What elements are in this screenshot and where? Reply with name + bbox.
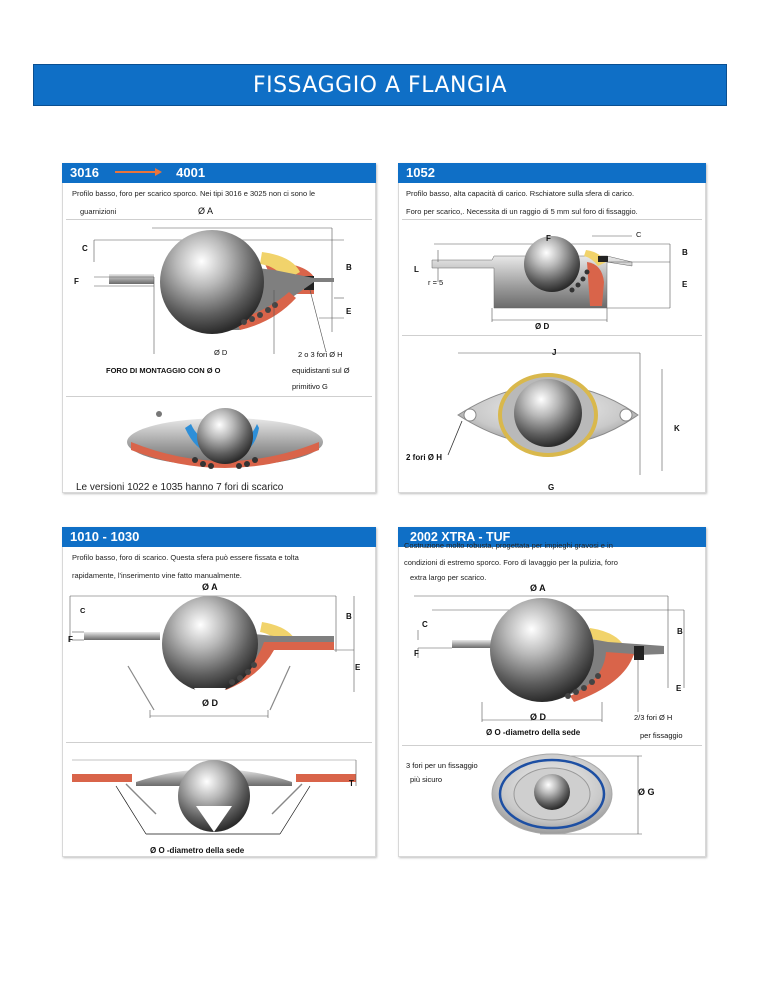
dim-a-label: Ø A [202, 582, 218, 592]
panel-3016-header: 3016 4001 [62, 163, 376, 183]
dim-f-label: F [68, 635, 73, 644]
dim-g-label: G [548, 483, 555, 492]
dim-k-label: K [674, 424, 680, 433]
dim-j-label: J [552, 348, 557, 357]
panel-1052-desc-2: Foro per scarico,. Necessita di un raggi… [406, 207, 638, 216]
dim-e-label: E [346, 307, 352, 316]
dim-l-label: L [414, 265, 419, 274]
dim-d-label: Ø D [202, 698, 219, 708]
panel-1010-desc-1: Profilo basso, foro di scarico. Questa s… [72, 553, 299, 562]
seat-diameter-label: Ø O -diametro della sede [150, 846, 245, 855]
dim-c-label: C [82, 244, 88, 253]
mount-hole-label: FORO DI MONTAGGIO CON Ø O [106, 366, 221, 375]
ball-transfer-photo-3016 [127, 408, 323, 469]
dim-b-label: B [346, 612, 352, 621]
panel-3016-note: Le versioni 1022 e 1035 hanno 7 fori di … [76, 482, 284, 493]
dim-t-label: T [349, 779, 354, 788]
divider [66, 219, 372, 220]
ball-transfer-diagram-3016 [93, 227, 344, 354]
three-holes-label-1: 3 fori per un fissaggio [406, 761, 478, 770]
dim-c-label: C [80, 606, 86, 615]
panel-3016-desc-2: guarnizioni [80, 207, 117, 216]
radius-label: r = 5 [428, 278, 444, 287]
arrow-right-icon [113, 163, 163, 176]
dim-f-label: F [546, 234, 551, 243]
ball-transfer-side-view-1010 [72, 759, 357, 835]
seat-diameter-label: Ø O -diametro della sede [486, 728, 581, 737]
dim-c-label: C [422, 620, 428, 629]
panel-1010-header: 1010 - 1030 [62, 527, 376, 547]
panel-2002-header: 2002 XTRA - TUF [398, 527, 706, 547]
dim-f-label: F [74, 277, 79, 286]
ball-transfer-diagram-1052 [431, 235, 671, 322]
divider [402, 335, 702, 336]
dim-b-label: B [677, 627, 683, 636]
panel-2002-desc-1: Costruzione molto robusta, progettata pe… [404, 541, 613, 550]
panel-1052-desc-1: Profilo basso, alta capacità di carico. … [406, 189, 635, 198]
model-code-from: 3016 [70, 165, 99, 180]
holes-label: 2/3 fori Ø H [634, 713, 673, 722]
dim-a-label: Ø A [198, 206, 214, 216]
panel-2002-desc-2: condizioni di estremo sporco. Foro di la… [404, 558, 618, 567]
dim-d-label: Ø D [214, 348, 228, 357]
ball-transfer-diagram-2002 [414, 595, 685, 722]
dim-d-label: Ø D [530, 712, 547, 722]
flange-top-view-1052 [447, 352, 663, 475]
ball-transfer-diagram-1010 [69, 595, 355, 718]
dim-b-label: B [682, 248, 688, 257]
dim-e-label: E [676, 684, 682, 693]
holes-label: 2 o 3 fori Ø H [298, 350, 343, 359]
model-code-to: 4001 [176, 165, 206, 180]
three-holes-label-2: più sicuro [410, 775, 443, 784]
dim-e-label: E [682, 280, 688, 289]
panel-2002-desc-3: extra largo per scarico. [410, 573, 487, 582]
dim-b-label: B [346, 263, 352, 272]
page-title: FISSAGGIO A FLANGIA [33, 64, 727, 106]
panel-1010-desc-2: rapidamente, l'inserimento vine fatto ma… [72, 571, 242, 580]
dim-c-label: C [636, 230, 642, 239]
fixing-label: per fissaggio [640, 731, 683, 740]
panel-1052-header: 1052 [398, 163, 706, 183]
divider [66, 742, 372, 743]
divider [402, 219, 702, 220]
divider [66, 396, 372, 397]
divider [402, 745, 702, 746]
holes-label: 2 fori Ø H [406, 453, 443, 462]
flange-top-view-2002 [491, 753, 642, 835]
dim-e-label: E [355, 663, 361, 672]
panel-3016-desc-1: Profilo basso, foro per scarico sporco. … [72, 189, 316, 198]
dim-g-label: Ø G [638, 787, 655, 797]
dim-d-label: Ø D [535, 322, 550, 331]
equidistant-label: equidistanti sul Ø [292, 366, 350, 375]
dim-a-label: Ø A [530, 583, 546, 593]
dim-f-label: F [414, 649, 419, 658]
pitch-circle-label: primitivo G [292, 382, 328, 391]
